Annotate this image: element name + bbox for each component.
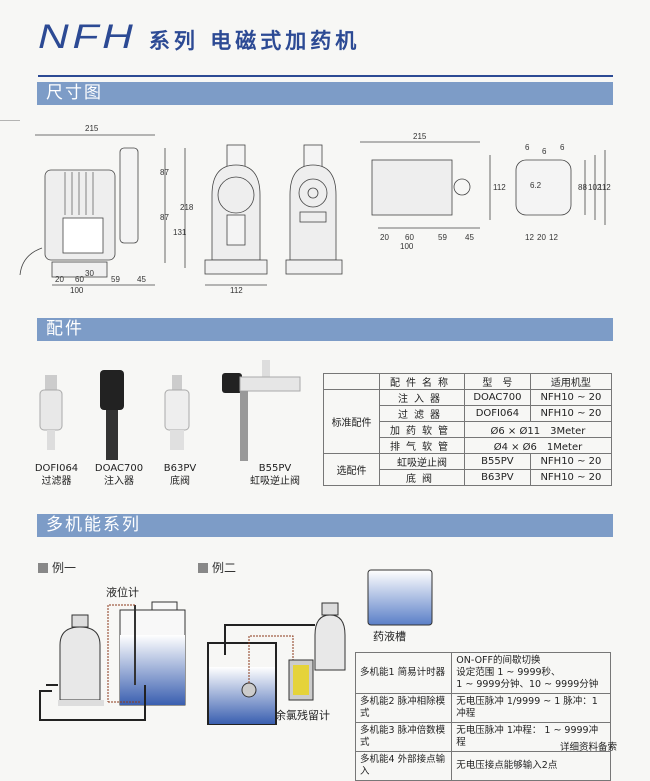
- dimension-label: 112: [493, 183, 506, 192]
- dimension-label: 20: [380, 233, 389, 242]
- dimension-label: 60: [405, 233, 414, 242]
- top-view-drawing: 215 112 20 60 59 45 100: [360, 132, 506, 251]
- side-view-drawing: 215 87 87 131 218 30 20 60 59 45 100: [0, 120, 194, 295]
- siphon-valve-image: [222, 360, 301, 461]
- page-title: NFH 系列 电磁式加药机: [38, 18, 360, 57]
- dimension-label: 100: [70, 286, 84, 295]
- dimension-label: 87: [160, 213, 169, 222]
- dimension-label: 6: [542, 147, 547, 156]
- injector-image: [100, 370, 124, 460]
- chemical-tank-image: [367, 569, 433, 626]
- table-header-row: 配件名称型 号适用机型: [322, 373, 613, 390]
- dimension-label: 12: [549, 233, 558, 242]
- filter-image: [39, 375, 63, 450]
- footer-note: 详细资料备索: [560, 742, 618, 753]
- dimension-label: 20: [537, 233, 546, 242]
- dimension-drawings: 215 87 87 131 218 30 20 60 59 45 100 112…: [0, 120, 611, 295]
- dimension-label: 112: [598, 183, 611, 192]
- example-2-diagram: [207, 602, 346, 725]
- section-bar-dimensions: 尺寸图: [37, 82, 613, 105]
- base-plate-drawing: 6 6 6 6.2 88 102 112 12 20 12: [515, 143, 611, 242]
- chlorine-meter-label: 余氯残留计: [275, 709, 330, 722]
- dimension-label: 88: [578, 183, 587, 192]
- title-divider: [38, 75, 613, 77]
- dimension-label: 215: [85, 124, 99, 133]
- table-row: 多机能2 脉冲相除模式无电压脉冲 1/9999 ~ 1 脉冲：1冲程: [354, 693, 611, 723]
- example-2-label: 例二: [198, 559, 236, 576]
- level-gauge-label: 液位计: [106, 586, 139, 599]
- accessory-photos: [39, 360, 301, 461]
- dimension-label: 60: [75, 275, 84, 284]
- dimension-label: 131: [173, 228, 187, 237]
- dimension-label: 6: [560, 143, 565, 152]
- dimension-label: 45: [465, 233, 474, 242]
- dimension-label: 59: [438, 233, 447, 242]
- dimension-label: 20: [55, 275, 64, 284]
- table-row: 多机能4 外部接点输入无电压接点能够输入2点: [354, 751, 611, 781]
- model-name: NFH: [38, 18, 137, 56]
- dimension-label: 6.2: [530, 181, 542, 190]
- dimension-label: 6: [525, 143, 530, 152]
- example-diagrams: [39, 601, 346, 725]
- front-view-drawing: 112: [204, 144, 343, 295]
- dimension-label: 112: [230, 286, 243, 295]
- tank-label: 药液槽: [373, 630, 406, 643]
- dimension-label: 87: [160, 168, 169, 177]
- title-subtitle: 系列 电磁式加药机: [148, 29, 361, 53]
- section-bar-accessories: 配件: [37, 318, 613, 341]
- foot-valve-image: [164, 375, 190, 450]
- dimension-label: 218: [180, 203, 194, 212]
- example-1-diagram: [39, 601, 186, 721]
- dimension-label: 45: [137, 275, 146, 284]
- dimension-label: 30: [85, 269, 94, 278]
- table-row: 多机能3 脉冲倍数模式无电压脉冲 1冲程： 1 ~ 9999冲程: [354, 722, 611, 752]
- dimension-label: 59: [111, 275, 120, 284]
- dimension-label: 12: [525, 233, 534, 242]
- example-1-label: 例一: [38, 559, 76, 576]
- dimension-label: 102: [588, 183, 602, 192]
- section-bar-multifunction: 多机能系列: [37, 514, 613, 537]
- dimension-label: 215: [413, 132, 427, 141]
- dimension-label: 100: [400, 242, 414, 251]
